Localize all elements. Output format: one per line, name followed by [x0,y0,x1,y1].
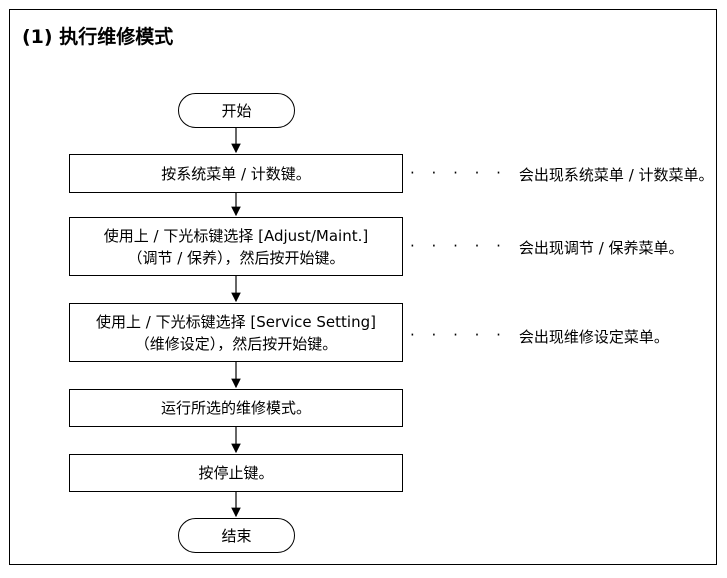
note-step2: · · · · · 会出现调节 / 保养菜单。 [410,237,684,258]
step5-label: 按停止键。 [198,464,274,482]
step1-box: 按系统菜单 / 计数键。 [69,154,403,193]
step4-label: 运行所选的维修模式。 [160,399,311,417]
end-terminal: 结束 [178,518,295,553]
note3-leader: · · · · · [410,326,507,344]
step2-line1: 使用上 / 下光标键选择 [Adjust/Maint.] [103,226,369,245]
step3-line1: 使用上 / 下光标键选择 [Service Setting] [96,312,376,331]
note3-text: 会出现维修设定菜单。 [518,328,669,346]
step2-box: 使用上 / 下光标键选择 [Adjust/Maint.] （调节 / 保养），然… [69,217,403,276]
note2-leader: · · · · · [410,237,507,255]
step4-box: 运行所选的维修模式。 [69,389,403,427]
step2-line2: （调节 / 保养），然后按开始键。 [127,248,345,267]
start-label: 开始 [221,101,252,120]
note1-text: 会出现系统菜单 / 计数菜单。 [518,166,714,184]
note2-text: 会出现调节 / 保养菜单。 [518,239,684,257]
note-step3: · · · · · 会出现维修设定菜单。 [410,326,669,347]
step3-box: 使用上 / 下光标键选择 [Service Setting] （维修设定），然后… [69,303,403,362]
figure-frame [9,9,717,565]
note-step1: · · · · · 会出现系统菜单 / 计数菜单。 [410,164,714,185]
figure-title: (1) 执行维修模式 [22,26,174,48]
step3-line2: （维修设定），然后按开始键。 [134,334,338,353]
note1-leader: · · · · · [410,164,507,182]
end-label: 结束 [221,526,252,545]
step5-box: 按停止键。 [69,454,403,492]
start-terminal: 开始 [178,93,295,128]
step1-label: 按系统菜单 / 计数键。 [161,164,311,183]
